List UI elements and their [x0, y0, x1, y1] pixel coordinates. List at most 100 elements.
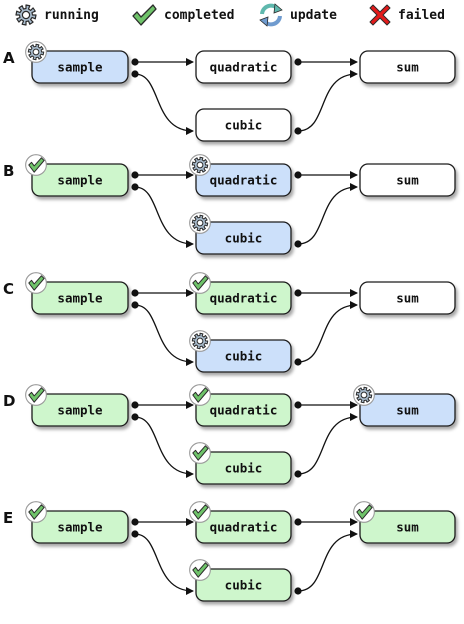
- check-icon: [189, 442, 211, 464]
- output-port: [131, 518, 139, 526]
- node-label: cubic: [225, 118, 263, 133]
- node-sum[interactable]: sum: [353, 501, 456, 544]
- node-label: sum: [396, 403, 419, 418]
- node-box: [31, 510, 129, 544]
- node-label: sum: [396, 173, 419, 188]
- node-box: [359, 393, 456, 427]
- node-box: [195, 339, 292, 373]
- node-quadratic[interactable]: quadratic: [189, 272, 292, 315]
- legend-label-completed: completed: [164, 7, 235, 23]
- output-port: [294, 289, 302, 297]
- check-icon: [353, 501, 375, 523]
- gear-icon: [353, 384, 375, 406]
- node-sample[interactable]: sample: [25, 41, 129, 84]
- edge-sample-cubic: [134, 73, 194, 135]
- node-box: [31, 50, 129, 84]
- output-port: [131, 183, 139, 191]
- check-icon: [189, 384, 211, 406]
- node-cubic[interactable]: cubic: [189, 330, 292, 373]
- gear-icon: [15, 4, 37, 26]
- check-icon: [189, 501, 211, 523]
- node-sum[interactable]: sum: [359, 281, 456, 315]
- node-box: [195, 393, 292, 427]
- output-port: [294, 58, 302, 66]
- output-port: [294, 518, 302, 526]
- edge-cubic-sum: [297, 70, 358, 132]
- gear-icon: [189, 212, 211, 234]
- node-quadratic[interactable]: quadratic: [189, 384, 292, 427]
- node-label: sample: [57, 173, 103, 188]
- node-box: [195, 510, 292, 544]
- node-label: sample: [57, 520, 103, 535]
- node-sum[interactable]: sum: [353, 384, 456, 427]
- edge-cubic-sum: [297, 183, 358, 245]
- node-box: [195, 163, 292, 197]
- node-label: sum: [396, 60, 419, 75]
- node-label: sample: [57, 291, 103, 306]
- node-box: [195, 451, 292, 485]
- check-icon: [25, 501, 47, 523]
- node-sample[interactable]: sample: [25, 154, 129, 197]
- output-port: [294, 127, 302, 135]
- node-box: [31, 281, 129, 315]
- output-port: [131, 530, 139, 538]
- output-port: [294, 470, 302, 478]
- output-port: [294, 358, 302, 366]
- output-port: [131, 58, 139, 66]
- node-quadratic[interactable]: quadratic: [189, 154, 292, 197]
- node-box: [359, 281, 456, 315]
- node-label: sample: [57, 403, 103, 418]
- node-label: quadratic: [210, 291, 278, 306]
- edge-cubic-sum: [297, 301, 358, 363]
- panel-label: A: [3, 49, 15, 67]
- node-box: [359, 163, 456, 197]
- gear-icon: [189, 154, 211, 176]
- panel-label: C: [3, 280, 14, 298]
- node-box: [359, 50, 456, 84]
- gear-icon: [25, 41, 47, 63]
- node-label: cubic: [225, 231, 263, 246]
- node-label: quadratic: [210, 520, 278, 535]
- node-sample[interactable]: sample: [25, 272, 129, 315]
- update-icon: [259, 3, 283, 27]
- legend-item-completed: completed: [130, 2, 234, 28]
- node-label: sum: [396, 520, 419, 535]
- node-sample[interactable]: sample: [25, 384, 129, 427]
- node-cubic[interactable]: cubic: [189, 442, 292, 485]
- legend-item-failed: failed: [368, 2, 445, 28]
- check-icon: [189, 272, 211, 294]
- node-cubic[interactable]: cubic: [189, 212, 292, 255]
- node-cubic[interactable]: cubic: [195, 108, 292, 142]
- cross-icon: [369, 4, 391, 26]
- node-quadratic[interactable]: quadratic: [189, 501, 292, 544]
- output-port: [131, 70, 139, 78]
- node-sum[interactable]: sum: [359, 50, 456, 84]
- panel-label: E: [3, 509, 13, 527]
- output-port: [294, 401, 302, 409]
- legend-item-update: update: [258, 2, 337, 28]
- node-quadratic[interactable]: quadratic: [195, 50, 292, 84]
- output-port: [294, 171, 302, 179]
- node-sample[interactable]: sample: [25, 501, 129, 544]
- node-box: [195, 50, 292, 84]
- node-label: quadratic: [210, 403, 278, 418]
- edge-cubic-sum: [297, 530, 358, 592]
- panel-label: D: [3, 392, 15, 410]
- node-label: quadratic: [210, 173, 278, 188]
- gear-icon: [189, 330, 211, 352]
- node-label: cubic: [225, 349, 263, 364]
- edge-cubic-sum: [297, 413, 358, 475]
- legend-label-update: update: [290, 7, 337, 23]
- output-port: [131, 401, 139, 409]
- node-label: quadratic: [210, 60, 278, 75]
- legend: running completed update failed: [0, 0, 464, 32]
- check-icon: [25, 272, 47, 294]
- node-cubic[interactable]: cubic: [189, 559, 292, 602]
- node-box: [195, 221, 292, 255]
- node-box: [31, 163, 129, 197]
- node-sum[interactable]: sum: [359, 163, 456, 197]
